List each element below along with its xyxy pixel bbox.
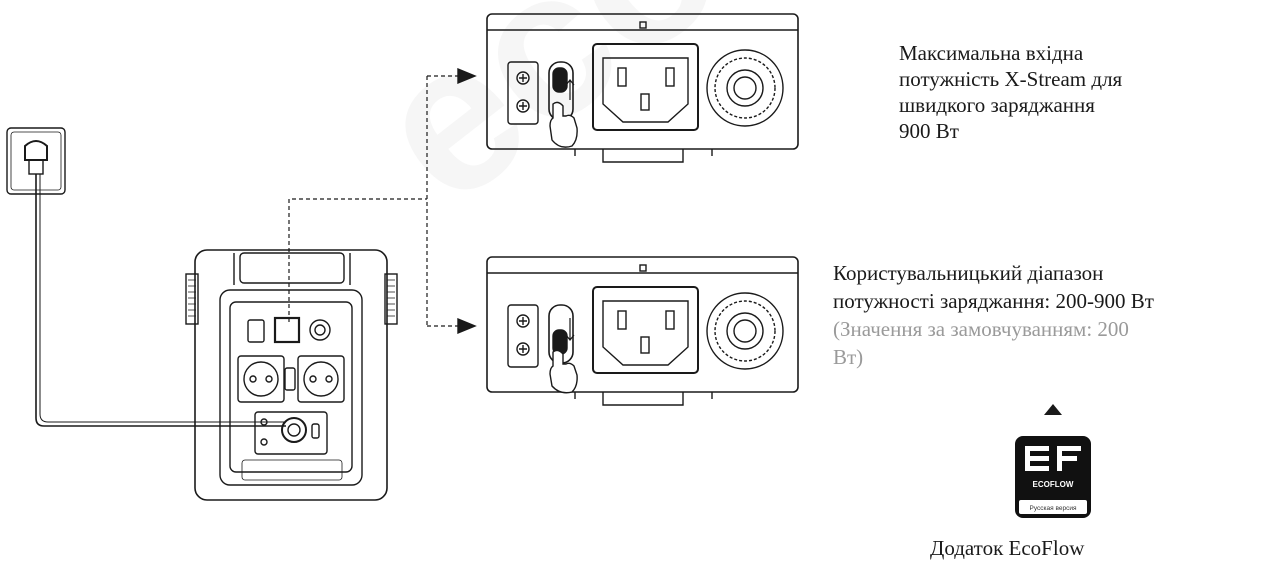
finger-icon xyxy=(549,349,578,394)
caption-line: потужності заряджання: 200-900 Вт xyxy=(833,289,1154,313)
ac-input-panel-icon xyxy=(486,256,799,406)
charging-cable xyxy=(35,174,286,427)
connection-lines xyxy=(288,75,460,327)
ecoflow-app-icon: ECOFLOW Русская версия xyxy=(1015,436,1091,518)
arrow-head-bottom xyxy=(457,317,477,335)
triangle-up-icon xyxy=(1044,404,1062,415)
caption-line: Максимальна вхідна xyxy=(899,41,1084,65)
arrow-head-top xyxy=(457,67,477,85)
default-note: (Значення за замовчуванням: 200 xyxy=(833,317,1129,341)
user-range-caption: Користувальницький діапазон потужності з… xyxy=(833,259,1273,371)
app-badge-brand: ECOFLOW xyxy=(1033,480,1074,489)
power-station-icon xyxy=(185,249,398,501)
caption-line: потужність X-Stream для xyxy=(899,67,1123,91)
ac-input-panel-icon xyxy=(486,13,799,163)
max-input-caption: Максимальна вхідна потужність X-Stream д… xyxy=(899,40,1229,144)
finger-icon xyxy=(549,101,578,148)
caption-line: 900 Вт xyxy=(899,119,959,143)
caption-line: Користувальницький діапазон xyxy=(833,261,1104,285)
app-label: Додаток EcoFlow xyxy=(930,536,1085,560)
default-note: Вт) xyxy=(833,345,864,369)
app-badge-subtitle: Русская версия xyxy=(1030,505,1077,512)
switch-up-icon xyxy=(548,61,575,121)
caption-line: швидкого заряджання xyxy=(899,93,1095,117)
